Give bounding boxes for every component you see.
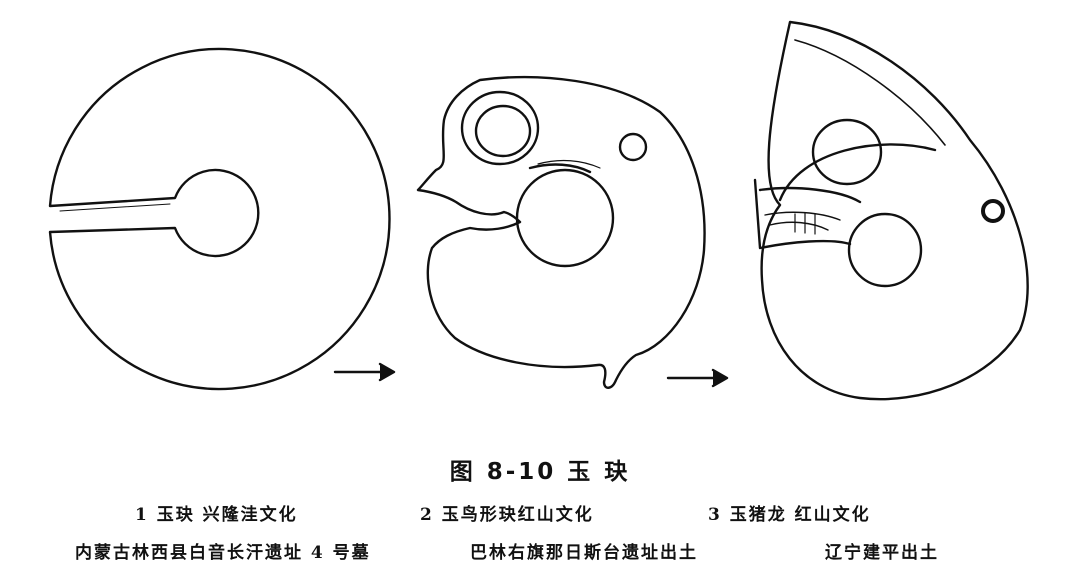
caption-item3-line2: 辽宁建平出土 [825, 543, 939, 563]
caption-item3-line1: 3 玉猪龙 红山文化 [708, 505, 871, 525]
jade-jue-ring-drawing [48, 47, 391, 391]
line-drawing-figure [48, 20, 1029, 401]
figure-title: 图 8-10 玉 玦 [449, 459, 631, 485]
jade-bird-jue-drawing [416, 75, 706, 389]
jade-pig-dragon-drawing [753, 20, 1029, 401]
arrow-icon [666, 368, 729, 388]
caption-item2-line1: 2 玉鸟形玦红山文化 [420, 505, 594, 525]
arrow-icon [333, 362, 396, 382]
caption-item1-line2: 内蒙古林西县白音长汗遗址 4 号墓 [75, 543, 371, 563]
caption-item1-line1: 1 玉玦 兴隆洼文化 [135, 505, 298, 525]
caption-item2-line2: 巴林右旗那日斯台遗址出土 [470, 543, 698, 563]
